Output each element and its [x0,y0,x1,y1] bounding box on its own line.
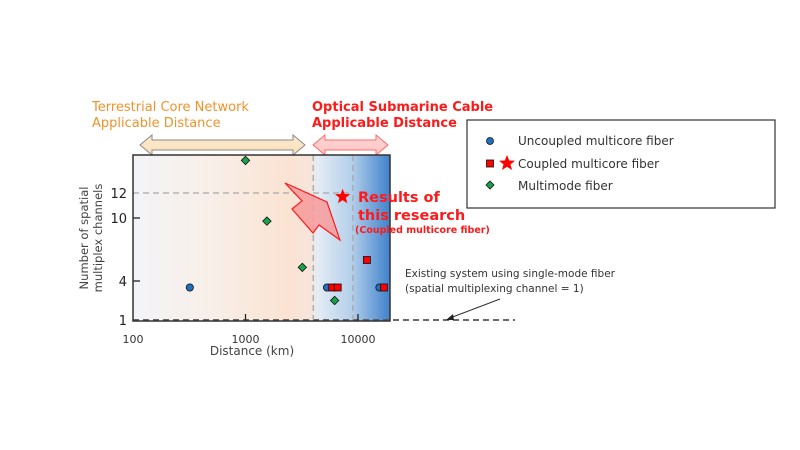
results-annotation: Results of this research (Coupled multic… [355,190,490,236]
y-tick-label: 12 [110,187,127,202]
point-coupled-multicore [363,256,371,264]
y-tick-label: 10 [110,212,127,227]
legend-label-multimode: Multimode fiber [518,179,613,193]
legend-star-icon [499,155,515,170]
results-callout-arrow [284,182,342,242]
point-multimode [240,155,251,166]
legend-square-icon [486,159,494,168]
submarine-label-line1: Optical Submarine Cable [312,100,493,115]
legend-label-uncoupled: Uncoupled multicore fiber [518,134,674,148]
legend: Uncoupled multicore fiber Coupled multic… [466,119,776,209]
terrestrial-label-line2: Applicable Distance [92,116,221,131]
point-uncoupled-multicore [185,283,194,292]
submarine-label-line2: Applicable Distance [312,116,457,131]
axis-ticks [133,217,359,321]
x-tick-label: 1000 [232,333,260,346]
existing-system-line2: (spatial multiplexing channel = 1) [405,283,584,295]
y-tick-label: 1 [119,314,127,329]
point-coupled-multicore [380,283,388,292]
existing-system-annotation: Existing system using single-mode fiber … [405,268,616,320]
reference-lines [133,155,515,321]
results-text-line1: Results of [358,190,440,206]
results-subtext: (Coupled multicore fiber) [355,225,490,236]
legend-circle-icon [486,137,494,145]
terrestrial-range-arrow [139,133,306,157]
point-multimode [297,262,308,273]
data-points [185,155,388,306]
terrestrial-region-label: Terrestrial Core Network Applicable Dist… [91,100,249,131]
x-tick-label: 10000 [341,333,376,346]
y-axis-label-line1: Number of spatial [77,187,91,290]
point-coupled-multicore [333,283,342,292]
x-axis-label: Distance (km) [210,344,294,358]
point-multimode [262,216,272,226]
y-axis-label: Number of spatial multiplex channels [77,184,105,293]
legend-label-coupled: Coupled multicore fiber [518,157,659,171]
y-axis-label-line2: multiplex channels [91,184,105,293]
point-multimode [329,295,340,306]
y-tick-label: 4 [119,275,127,290]
terrestrial-label-line1: Terrestrial Core Network [91,100,249,115]
x-tick-label: 100 [123,333,144,346]
submarine-region-label: Optical Submarine Cable Applicable Dista… [312,100,493,131]
point-research-result-star [335,188,351,204]
legend-box [466,119,776,209]
existing-system-pointer-line [449,298,501,319]
existing-system-line1: Existing system using single-mode fiber [405,268,616,280]
plot-frame [132,154,391,322]
submarine-range-arrow [312,133,389,157]
legend-diamond-icon [485,180,495,190]
plot-area [133,155,390,321]
existing-system-pointer-head [446,314,454,320]
results-text-line2: this research [358,208,465,224]
